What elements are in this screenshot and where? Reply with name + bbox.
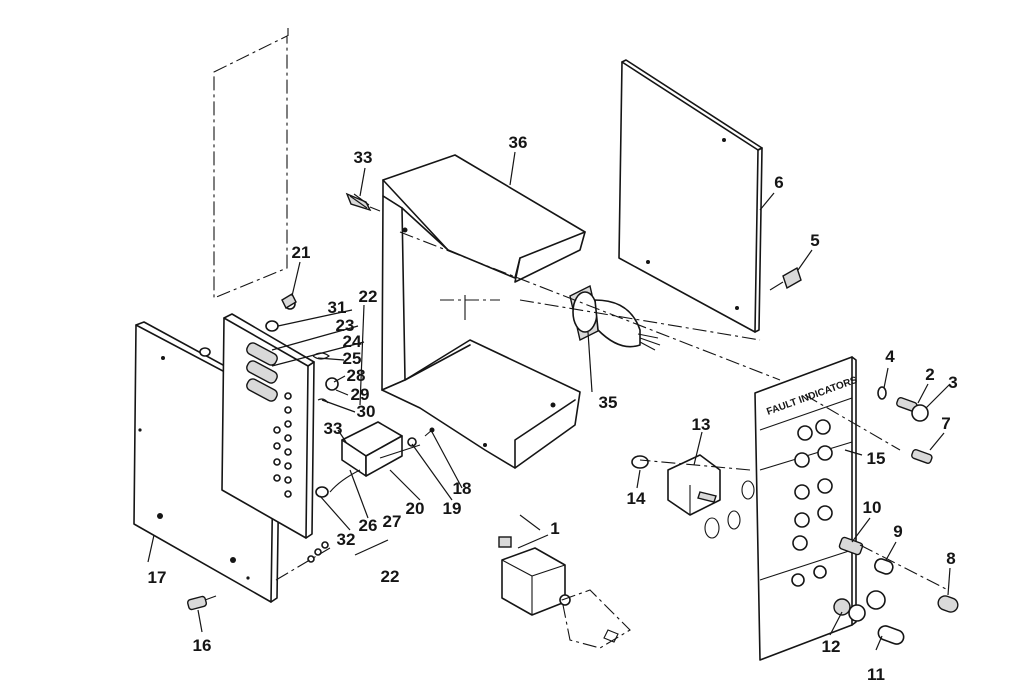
callout-4: 4 xyxy=(885,347,895,366)
callout-23: 23 xyxy=(336,316,355,335)
screws-right xyxy=(877,386,933,464)
callout-13: 13 xyxy=(692,415,711,434)
callout-27: 27 xyxy=(383,512,402,531)
lamps-and-sockets xyxy=(838,536,959,645)
callout-1: 1 xyxy=(550,519,559,538)
callout-17: 17 xyxy=(148,568,167,587)
callout-5: 5 xyxy=(810,231,819,250)
callout-18: 18 xyxy=(453,479,472,498)
callout-34: 33 xyxy=(354,148,373,167)
callout-7: 7 xyxy=(941,414,950,433)
callout-31: 31 xyxy=(328,298,347,317)
callout-25: 25 xyxy=(343,349,362,368)
callout-10: 10 xyxy=(863,498,882,517)
callout-35: 35 xyxy=(599,393,618,412)
callout-12: 12 xyxy=(822,637,841,656)
screw-5 xyxy=(769,266,802,291)
callout-14: 14 xyxy=(627,489,646,508)
callout-6: 6 xyxy=(774,173,783,192)
callout-29: 29 xyxy=(351,385,370,404)
fault-indicator-panel: FAULT INDICATORS xyxy=(754,356,886,661)
alignment-lines xyxy=(275,231,949,591)
connector-35 xyxy=(569,284,661,351)
callout-19: 19 xyxy=(443,499,462,518)
callout-15: 15 xyxy=(867,449,886,468)
terminal-board xyxy=(199,313,315,539)
washers xyxy=(307,541,329,563)
callout-2: 2 xyxy=(925,365,934,384)
relay-component xyxy=(315,421,435,498)
callout-22-bottom: 22 xyxy=(381,567,400,586)
callout-20: 20 xyxy=(406,499,425,518)
callout-labels: 33 36 6 5 21 22 31 23 24 25 28 29 30 33 … xyxy=(148,133,958,684)
component-box xyxy=(498,514,631,649)
screw-34 xyxy=(345,192,381,212)
gasket-part xyxy=(213,28,289,299)
callout-16: 16 xyxy=(193,636,212,655)
callout-8: 8 xyxy=(946,549,955,568)
callout-3: 3 xyxy=(948,373,957,392)
leader-lines xyxy=(147,151,951,651)
callout-32: 32 xyxy=(337,530,356,549)
callout-24: 24 xyxy=(343,332,362,351)
screw-16 xyxy=(186,595,217,611)
chassis-housing xyxy=(381,154,586,469)
callout-9: 9 xyxy=(893,522,902,541)
callout-36: 36 xyxy=(509,133,528,152)
callout-30: 30 xyxy=(357,402,376,421)
callout-33: 33 xyxy=(324,419,343,438)
callout-11: 11 xyxy=(867,665,885,684)
toggle-switch xyxy=(631,454,755,539)
callout-21: 21 xyxy=(292,243,311,262)
callout-28: 28 xyxy=(347,366,366,385)
callout-26: 26 xyxy=(359,516,378,535)
callout-22-top: 22 xyxy=(359,287,378,306)
cover-plate xyxy=(618,59,763,333)
